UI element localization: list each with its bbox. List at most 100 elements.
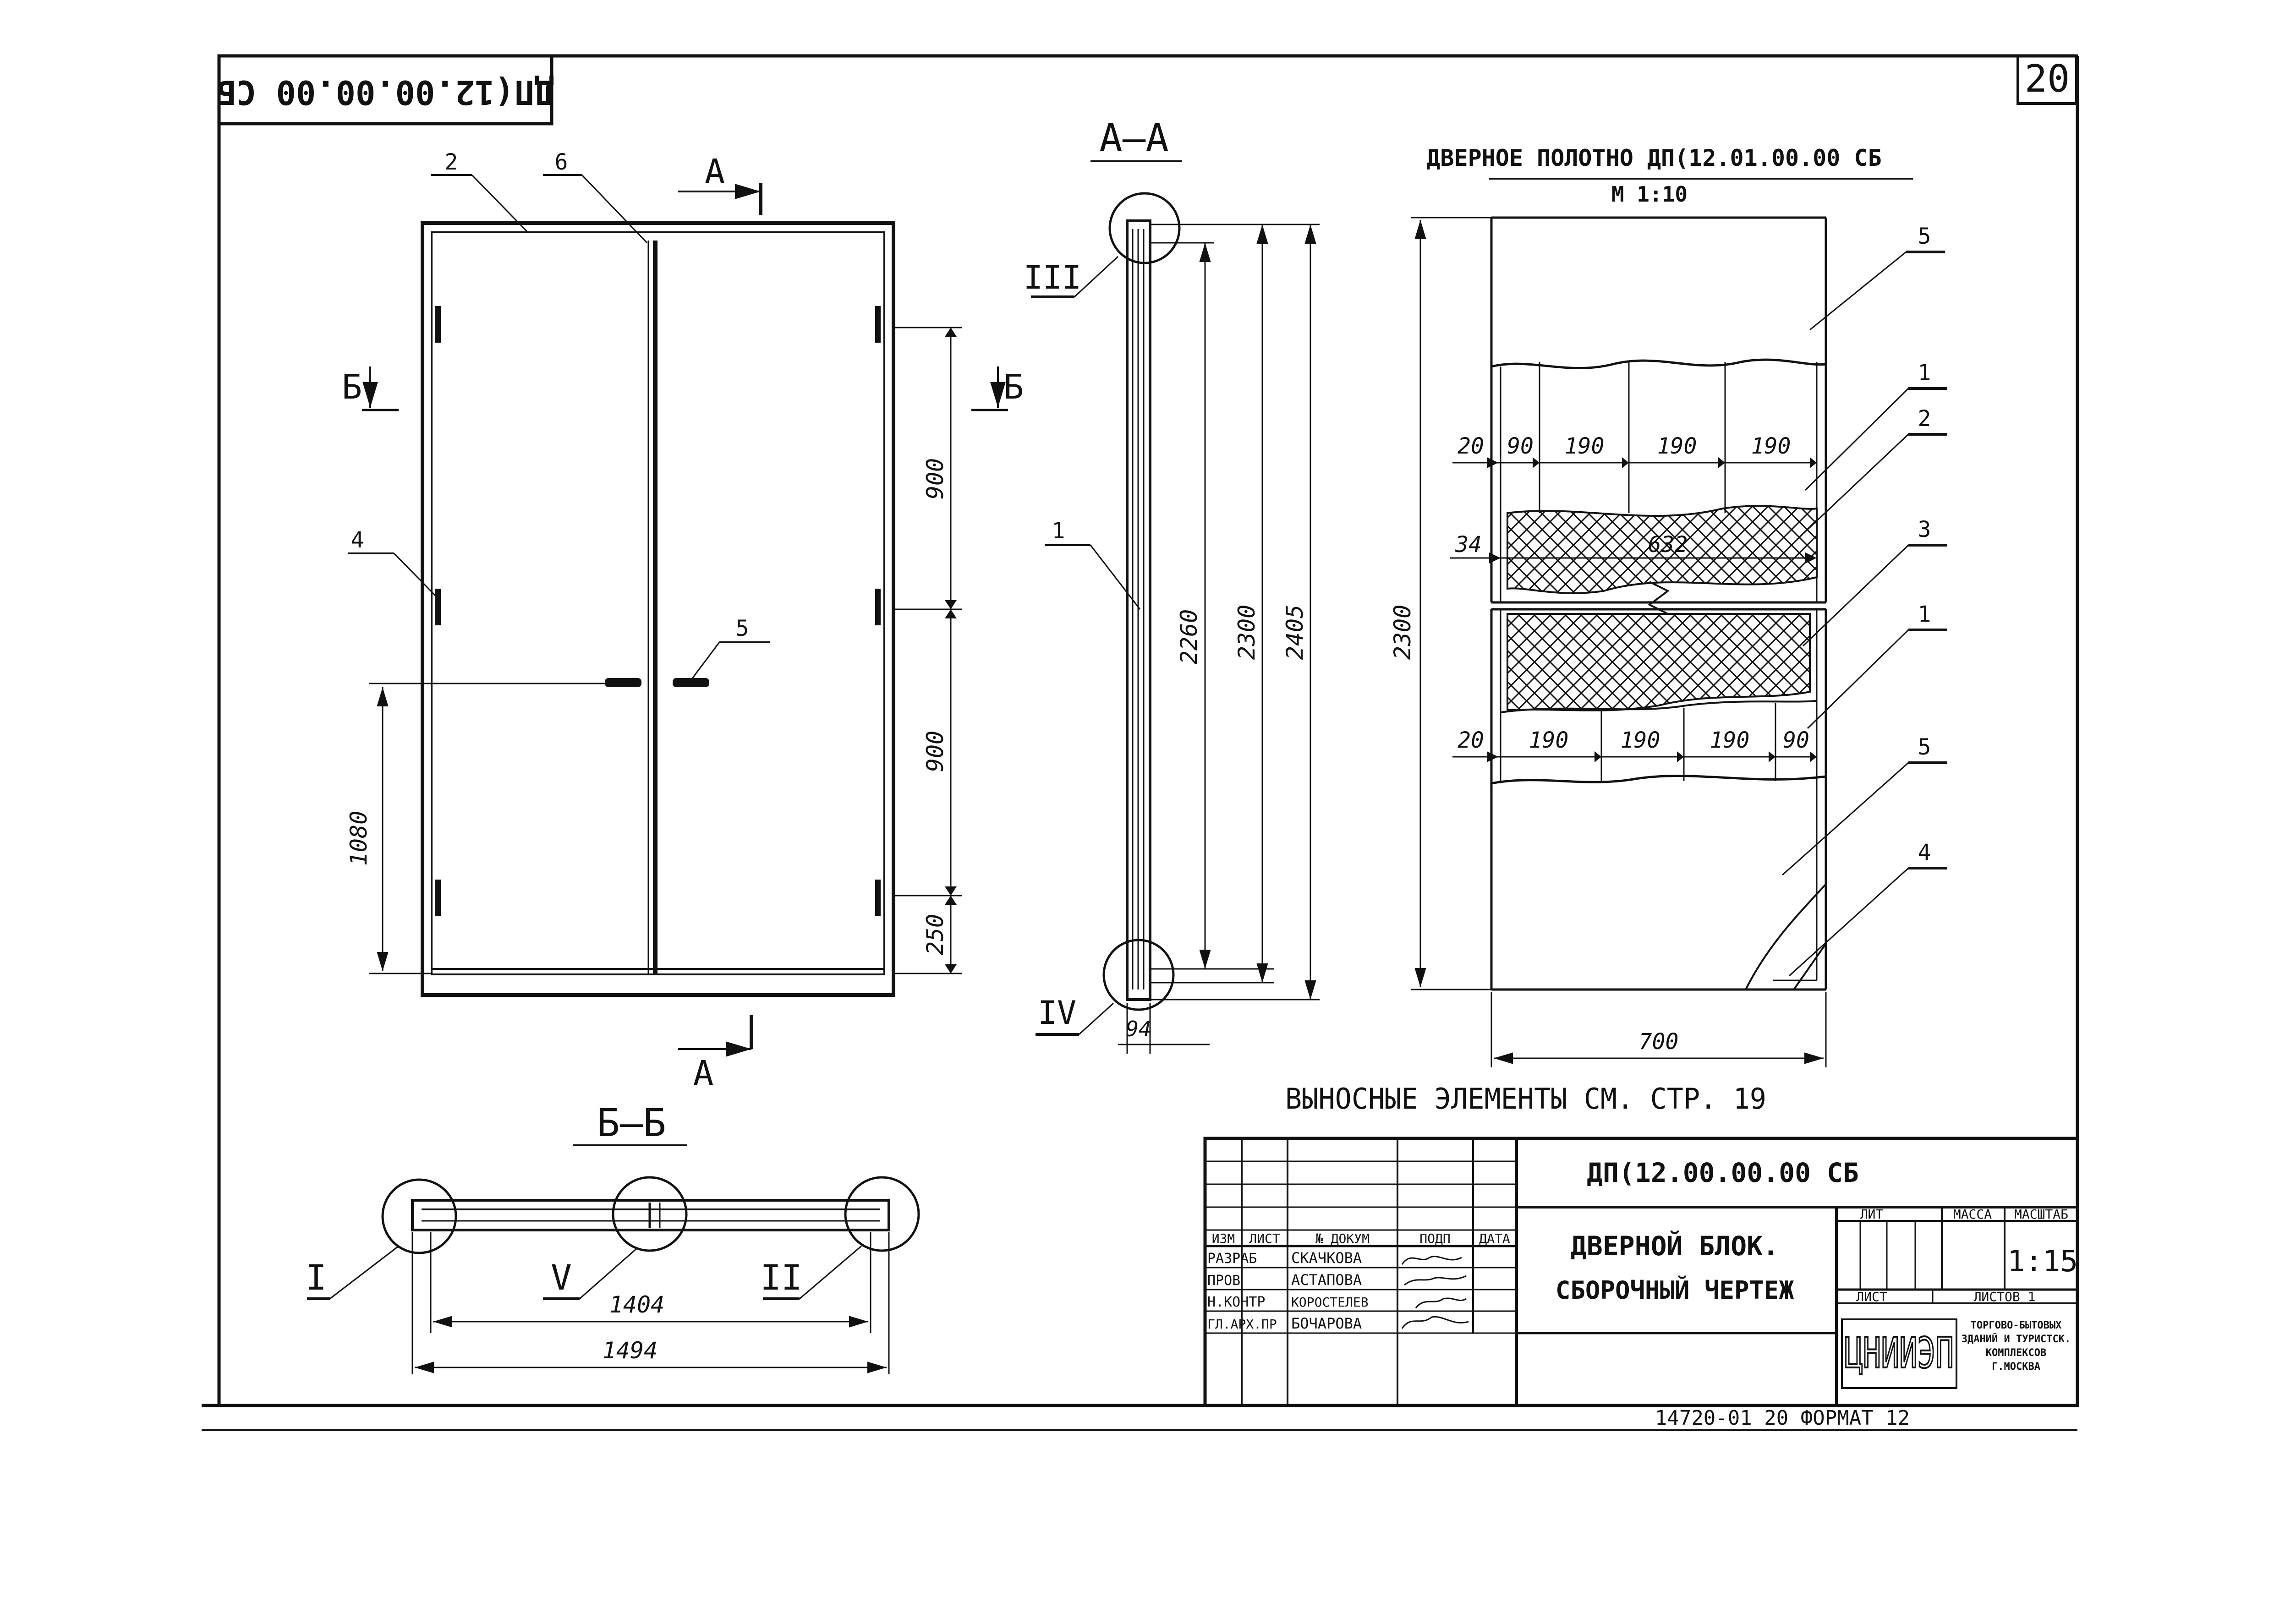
hinge-left-top xyxy=(435,306,441,343)
hinge-left-mid xyxy=(435,589,441,625)
signature-3 xyxy=(1401,1316,1469,1329)
handle-right xyxy=(673,678,709,687)
tb-scale-label: МАСШТАБ xyxy=(2014,1207,2068,1222)
tb-sheets-label: ЛИСТОВ 1 xyxy=(1974,1289,2036,1304)
tb-name-0: СКАЧКОВА xyxy=(1291,1249,1362,1267)
section-marker-a-top: А xyxy=(678,152,762,215)
dim-bottom-250: 250 xyxy=(922,914,948,955)
svg-text:5: 5 xyxy=(1918,224,1931,249)
callout-leaf-4: 4 xyxy=(1788,840,1947,977)
section-aa-title: А—А xyxy=(1099,115,1169,160)
org-text-0: ТОРГОВО-БЫТОВЫХ xyxy=(1971,1320,2062,1331)
tb-name-3: БОЧАРОВА xyxy=(1291,1315,1362,1332)
svg-text:6: 6 xyxy=(555,149,568,175)
tb-header-sign: ПОДП xyxy=(1419,1231,1450,1246)
dim-2405: 2405 xyxy=(1282,605,1308,660)
door-leaf-scale: М 1:10 xyxy=(1611,182,1688,207)
signature-1 xyxy=(1404,1275,1467,1286)
dim-2260: 2260 xyxy=(1176,609,1202,664)
tb-title-line1: ДВЕРНОЙ БЛОК. xyxy=(1571,1230,1779,1262)
svg-text:II: II xyxy=(760,1257,802,1298)
tb-header-izm: ИЗМ xyxy=(1212,1231,1235,1246)
callout-leaf-5-bottom: 5 xyxy=(1782,734,1947,876)
dim-middle-900: 900 xyxy=(922,731,948,772)
tb-sheet-label: ЛИСТ xyxy=(1856,1289,1887,1304)
dim-34: 34 xyxy=(1455,532,1482,558)
detail-circle-i xyxy=(381,1178,457,1254)
top-code-box: ДП(12.00.00.00 СБ xyxy=(217,54,554,126)
section-marker-a-bottom: А xyxy=(678,1015,753,1093)
org-text-1: ЗДАНИЙ И ТУРИСТСК. xyxy=(1962,1333,2071,1345)
tb-role-2: Н.КОНТР xyxy=(1207,1294,1265,1310)
dim-94: 94 xyxy=(1126,1017,1151,1041)
section-bb: Б—Б I V II 1404 1494 xyxy=(306,1100,920,1374)
tb-role-3: ГЛ.АРХ.ПР xyxy=(1207,1317,1277,1332)
callout-leaf-3: 3 xyxy=(1802,517,1947,647)
tb-role-1: ПРОВ xyxy=(1207,1273,1240,1289)
svg-text:3: 3 xyxy=(1918,517,1931,542)
dim-top-190a: 190 xyxy=(1565,433,1605,459)
signature-2 xyxy=(1415,1297,1467,1308)
dim-handle-height: 1080 xyxy=(345,811,372,866)
dim-1494: 1494 xyxy=(603,1337,658,1364)
callout-1-aa: 1 xyxy=(1045,518,1141,610)
tb-role-0: РАЗРАБ xyxy=(1207,1251,1257,1267)
dim-632: 632 xyxy=(1648,532,1688,558)
hinge-right-bottom xyxy=(875,880,881,916)
callout-v: V xyxy=(543,1247,637,1300)
svg-text:V: V xyxy=(551,1257,572,1298)
svg-text:1: 1 xyxy=(1918,601,1931,627)
svg-text:1: 1 xyxy=(1918,360,1931,386)
callout-leaf-1-bottom: 1 xyxy=(1807,601,1947,729)
hinge-right-mid xyxy=(875,589,881,625)
svg-text:I: I xyxy=(306,1257,327,1298)
tb-header-list: ЛИСТ xyxy=(1249,1231,1280,1246)
section-aa: А—А III IV 1 2260 xyxy=(1024,115,1320,1054)
callout-ii: II xyxy=(760,1245,862,1300)
dim-bot-190a: 190 xyxy=(1529,727,1569,753)
dim-top-190b: 190 xyxy=(1657,433,1697,459)
callout-4: 4 xyxy=(348,527,436,596)
callout-leaf-1-top: 1 xyxy=(1804,360,1947,491)
signature-0 xyxy=(1401,1256,1462,1265)
callout-leaf-5-top: 5 xyxy=(1809,224,1945,331)
title-block: ИЗМ ЛИСТ № ДОКУМ ПОДП ДАТА РАЗРАБ СКАЧКО… xyxy=(1203,1137,2079,1407)
org-logo: ЦНИИЭП xyxy=(1845,1329,1954,1378)
svg-text:А: А xyxy=(705,152,725,191)
bottom-line-text: 14720-01 20 ФОРМАТ 12 xyxy=(1655,1406,1910,1430)
door-leaf-title: ДВЕРНОЕ ПОЛОТНО ДП(12.01.00.00 СБ xyxy=(1426,145,1881,171)
callout-5: 5 xyxy=(691,616,770,679)
callout-i: I xyxy=(306,1245,399,1300)
door-leaf: ДВЕРНОЕ ПОЛОТНО ДП(12.01.00.00 СБ М 1:10 xyxy=(1389,145,1947,1067)
detail-circle-iii xyxy=(1108,192,1181,264)
tb-lit-label: ЛИТ xyxy=(1860,1207,1884,1222)
svg-text:III: III xyxy=(1024,259,1081,296)
tb-name-2: КОРОСТЕЛЕВ xyxy=(1291,1295,1369,1310)
detail-circle-v xyxy=(612,1176,688,1252)
svg-text:5: 5 xyxy=(736,616,749,641)
callout-6: 6 xyxy=(543,149,648,244)
svg-text:4: 4 xyxy=(1918,840,1931,865)
svg-text:2: 2 xyxy=(445,149,458,175)
org-text-3: Г.МОСКВА xyxy=(1992,1361,2040,1372)
org-text-2: КОМПЛЕКСОВ xyxy=(1986,1347,2046,1359)
dim-1404: 1404 xyxy=(609,1291,664,1318)
dim-leaf-height: 2300 xyxy=(1389,605,1416,660)
dim-upper-900: 900 xyxy=(922,458,948,499)
detail-circle-iv xyxy=(1102,939,1175,1011)
tb-mass-label: МАССА xyxy=(1953,1207,1992,1222)
dim-bot-90: 90 xyxy=(1783,727,1809,753)
sheet-number: 20 xyxy=(2025,57,2070,101)
svg-text:4: 4 xyxy=(351,527,364,553)
callout-2: 2 xyxy=(431,149,528,232)
callout-iii: III xyxy=(1024,256,1119,298)
hinge-left-bottom xyxy=(435,880,441,916)
dim-bot-190b: 190 xyxy=(1621,727,1660,753)
svg-text:Б: Б xyxy=(1003,367,1024,407)
section-marker-b-right: Б xyxy=(971,366,1024,411)
note-remote-elements: ВЫНОСНЫЕ ЭЛЕМЕНТЫ СМ. СТР. 19 xyxy=(1285,1082,1766,1115)
org-logo-frame xyxy=(1841,1318,1957,1389)
detail-circle-ii xyxy=(844,1176,920,1252)
sheet-number-box: 20 xyxy=(2016,55,2078,105)
dim-leaf-width: 700 xyxy=(1639,1029,1679,1055)
